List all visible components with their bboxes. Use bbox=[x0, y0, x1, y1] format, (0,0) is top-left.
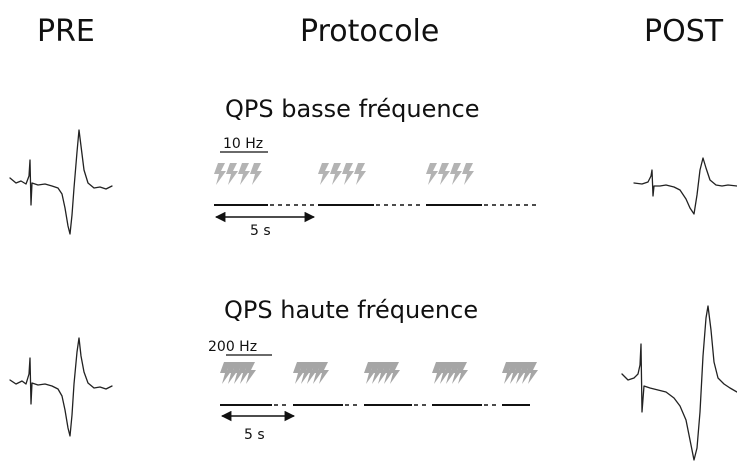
mep-trace-post-low bbox=[633, 157, 737, 215]
lightning-bolt-icon bbox=[426, 163, 438, 185]
high-bolt-group-4 bbox=[432, 362, 468, 384]
low-bolt-group-1 bbox=[214, 163, 262, 185]
high-bolt-group-3 bbox=[364, 362, 400, 384]
mep-trace-post-high bbox=[621, 305, 737, 461]
lightning-bolt-icon bbox=[238, 163, 250, 185]
lightning-bolt-icon bbox=[250, 163, 262, 185]
low-frequency-title: QPS basse fréquence bbox=[225, 95, 480, 123]
pre-header: PRE bbox=[37, 14, 95, 49]
high-bolt-group-5 bbox=[502, 362, 538, 384]
lightning-bolt-icon bbox=[214, 163, 226, 185]
lightning-bolt-icon bbox=[354, 163, 366, 185]
lightning-bolt-icon bbox=[226, 163, 238, 185]
lightning-bolt-icon bbox=[318, 163, 330, 185]
high-bolt-group-2 bbox=[293, 362, 329, 384]
low-frequency-duration-label: 5 s bbox=[250, 223, 271, 239]
mep-trace-pre-high bbox=[9, 337, 113, 437]
high-bolt-group-1 bbox=[220, 362, 256, 384]
lightning-bolt-icon bbox=[450, 163, 462, 185]
lightning-bolt-icon bbox=[330, 163, 342, 185]
lightning-bolt-icon bbox=[438, 163, 450, 185]
lightning-bolt-icon bbox=[342, 163, 354, 185]
lightning-bolt-icon bbox=[462, 163, 474, 185]
low-bolt-group-2 bbox=[318, 163, 366, 185]
high-frequency-duration-label: 5 s bbox=[244, 427, 265, 443]
low-bolt-group-3 bbox=[426, 163, 474, 185]
mep-trace-pre-low bbox=[9, 129, 113, 235]
protocol-header: Protocole bbox=[300, 14, 439, 49]
high-frequency-title: QPS haute fréquence bbox=[224, 296, 478, 324]
low-frequency-rate-label: 10 Hz bbox=[223, 136, 263, 152]
high-frequency-rate-label: 200 Hz bbox=[208, 339, 257, 355]
post-header: POST bbox=[644, 14, 724, 49]
